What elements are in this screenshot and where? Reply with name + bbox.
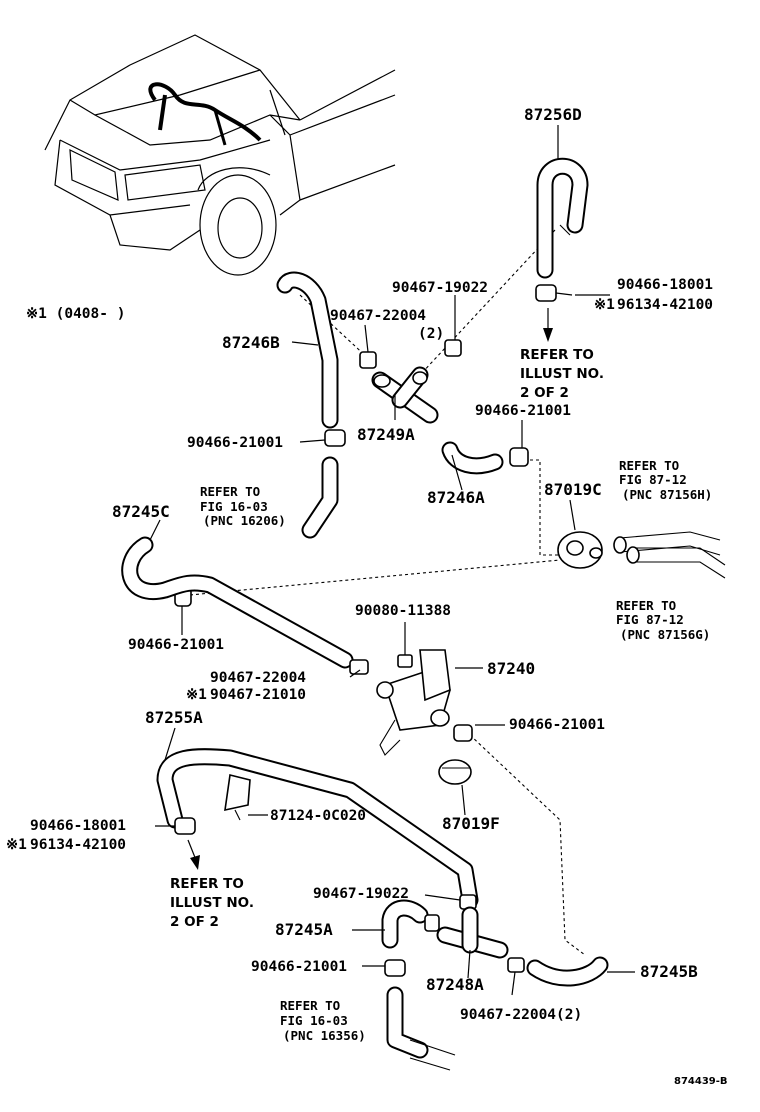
hose-87256D	[536, 157, 589, 279]
label-87245B[interactable]: 87245B	[640, 962, 698, 981]
svg-text:2 OF 2: 2 OF 2	[170, 914, 219, 930]
label-90467-22004-c[interactable]: 90467-22004(2)	[460, 1007, 582, 1023]
ref-illust-a[interactable]: REFER TO ILLUST NO. 2 OF 2	[520, 347, 604, 401]
svg-text:REFER TO: REFER TO	[619, 458, 679, 473]
arrow-refer-illust-a	[543, 308, 553, 342]
leader-lines	[149, 125, 635, 996]
svg-text:ILLUST NO.: ILLUST NO.	[520, 366, 604, 382]
label-87245A[interactable]: 87245A	[275, 920, 333, 939]
svg-text:FIG 16-03: FIG 16-03	[280, 1013, 348, 1028]
label-qty-a: (2)	[418, 326, 444, 342]
part-labels: 87256D 90467-19022 90466-18001 ※1 96134-…	[6, 105, 713, 1023]
label-87256D[interactable]: 87256D	[524, 105, 582, 124]
joint-87249A	[371, 366, 439, 424]
label-87245C[interactable]: 87245C	[112, 502, 170, 521]
illustration-code: 874439-B	[674, 1076, 728, 1087]
marker-note-c: ※1	[6, 837, 27, 853]
svg-text:REFER TO: REFER TO	[616, 598, 676, 613]
label-87246B[interactable]: 87246B	[222, 333, 280, 352]
svg-text:(PNC 16206): (PNC 16206)	[203, 513, 286, 528]
ref-fig-87-12-a[interactable]: REFER TO FIG 87-12 (PNC 87156H)	[619, 458, 712, 502]
note-text: ※1 (0408- )	[26, 306, 125, 322]
svg-text:REFER TO: REFER TO	[280, 998, 340, 1013]
hose-87246A	[441, 441, 504, 475]
label-96134-42100-b[interactable]: 96134-42100	[30, 837, 126, 853]
label-90467-21010[interactable]: 90467-21010	[210, 687, 306, 703]
svg-text:FIG 16-03: FIG 16-03	[200, 499, 268, 514]
hose-87246B	[276, 271, 339, 429]
reference-notes: REFER TO ILLUST NO. 2 OF 2 REFER TO ILLU…	[170, 347, 712, 1043]
label-90467-19022-b[interactable]: 90467-19022	[313, 886, 409, 902]
label-90466-21001-c[interactable]: 90466-21001	[128, 637, 224, 653]
clamp-90466-18001-a	[535, 284, 573, 302]
svg-text:ILLUST NO.: ILLUST NO.	[170, 895, 254, 911]
label-87249A[interactable]: 87249A	[357, 425, 415, 444]
label-90466-21001-e[interactable]: 90466-21001	[251, 959, 347, 975]
label-90467-22004-b[interactable]: 90467-22004	[210, 670, 306, 686]
hose-87245C	[121, 536, 354, 669]
svg-text:REFER TO: REFER TO	[170, 876, 244, 892]
valve-87240	[349, 640, 473, 756]
label-90466-18001-b[interactable]: 90466-18001	[30, 818, 126, 834]
ref-illust-b[interactable]: REFER TO ILLUST NO. 2 OF 2	[170, 876, 254, 930]
label-96134-42100-a[interactable]: 96134-42100	[617, 297, 713, 313]
label-87019C[interactable]: 87019C	[544, 480, 602, 499]
arrow-refer-illust-b	[187, 839, 200, 870]
label-90080-11388[interactable]: 90080-11388	[355, 603, 451, 619]
ref-fig-87-12-b[interactable]: REFER TO FIG 87-12 (PNC 87156G)	[616, 598, 710, 642]
gasket-87019C	[557, 531, 603, 569]
ref-fig-16-03-b[interactable]: REFER TO FIG 16-03 (PNC 16356)	[280, 998, 366, 1043]
svg-text:REFER TO: REFER TO	[200, 484, 260, 499]
heater-pipes	[613, 531, 726, 579]
marker-note-a: ※1	[594, 297, 615, 313]
joint-87248A	[436, 906, 525, 973]
label-90467-22004-a[interactable]: 90467-22004	[330, 308, 426, 324]
svg-text:(PNC 87156G): (PNC 87156G)	[620, 627, 710, 642]
ref-fig-16-03-a[interactable]: REFER TO FIG 16-03 (PNC 16206)	[200, 484, 286, 528]
hose-87245A	[381, 894, 477, 977]
label-90466-21001-d[interactable]: 90466-21001	[509, 717, 605, 733]
label-90466-21001-b[interactable]: 90466-21001	[475, 403, 571, 419]
pipe-refer-fig-16-03-b	[386, 986, 456, 1071]
svg-text:(PNC 87156H): (PNC 87156H)	[622, 487, 712, 502]
pipe-refer-fig-16-03-a	[301, 456, 339, 539]
marker-note-b: ※1	[186, 687, 207, 703]
label-87246A[interactable]: 87246A	[427, 488, 485, 507]
label-90466-18001-a[interactable]: 90466-18001	[617, 277, 713, 293]
svg-text:FIG 87-12: FIG 87-12	[619, 472, 687, 487]
svg-text:REFER TO: REFER TO	[520, 347, 594, 363]
label-87124-0C020[interactable]: 87124-0C020	[270, 808, 366, 824]
svg-text:FIG 87-12: FIG 87-12	[616, 612, 684, 627]
label-87248A[interactable]: 87248A	[426, 975, 484, 994]
hose-87245B	[526, 956, 609, 987]
label-87240[interactable]: 87240	[487, 659, 535, 678]
svg-text:(PNC 16356): (PNC 16356)	[283, 1028, 366, 1043]
cap-87019F	[438, 759, 472, 785]
clip-87124-0C020	[224, 774, 251, 821]
label-90466-21001-a[interactable]: 90466-21001	[187, 435, 283, 451]
label-87019F[interactable]: 87019F	[442, 814, 500, 833]
svg-text:2 OF 2: 2 OF 2	[520, 385, 569, 401]
connection-lines	[189, 229, 586, 956]
label-87255A[interactable]: 87255A	[145, 708, 203, 727]
vehicle-illustration	[44, 34, 396, 276]
label-90467-19022-a[interactable]: 90467-19022	[392, 280, 488, 296]
hose-87255A	[156, 748, 479, 909]
